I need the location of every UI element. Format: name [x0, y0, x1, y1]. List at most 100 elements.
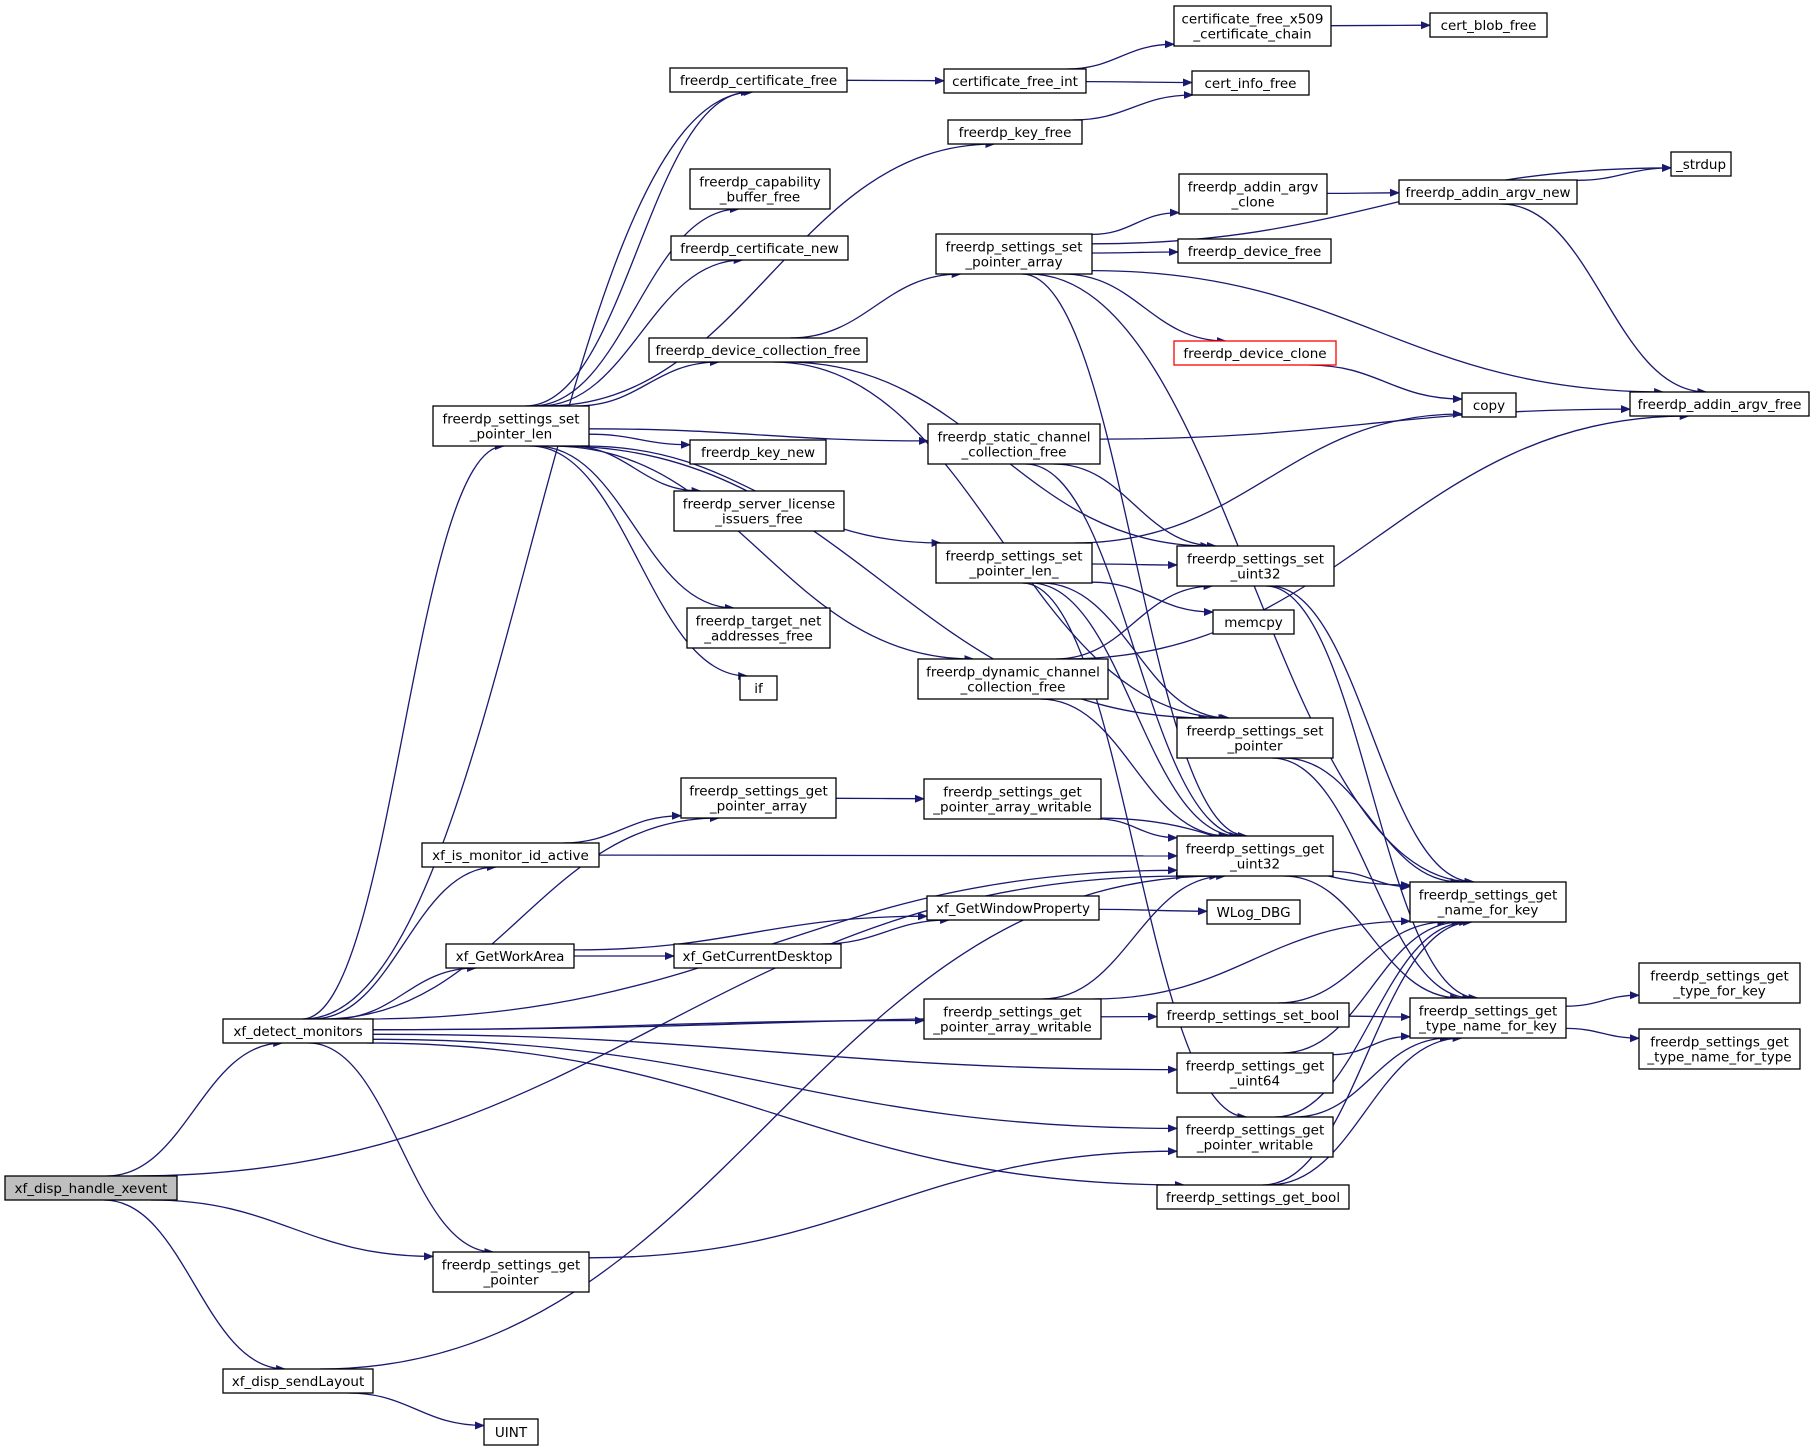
node-fs_get_name_for_key[interactable]: freerdp_settings_get_name_for_key	[1409, 881, 1567, 923]
node-box	[1212, 609, 1295, 635]
nodes-layer: xf_disp_handle_xeventxf_detect_monitorsx…	[4, 5, 1810, 1446]
node-freerdp_addin_argv_new[interactable]: freerdp_addin_argv_new	[1398, 179, 1578, 205]
node-label: _strdup	[1675, 157, 1726, 173]
node-freerdp_device_clone[interactable]: freerdp_device_clone	[1173, 340, 1337, 366]
node-label: cert_blob_free	[1441, 18, 1537, 34]
edge-freerdp_device_clone-to-copy	[1308, 364, 1463, 403]
node-fs_set_bool[interactable]: freerdp_settings_set_bool	[1156, 1002, 1350, 1028]
edge-fs_set_pointer_array-to-freerdp_addin_argv_free	[1091, 269, 1665, 396]
node-freerdp_device_collection_free[interactable]: freerdp_device_collection_free	[648, 337, 868, 363]
node-label: freerdp_settings_get	[943, 785, 1082, 801]
node-box	[669, 67, 848, 93]
node-box	[445, 943, 575, 969]
node-box	[1638, 1028, 1801, 1070]
node-fs_get_uint64[interactable]: freerdp_settings_get_uint64	[1176, 1052, 1334, 1094]
node-fs_get_type_name_for_key[interactable]: freerdp_settings_get_type_name_for_key	[1409, 997, 1567, 1039]
node-xf_detect_monitors[interactable]: xf_detect_monitors	[222, 1018, 374, 1044]
node-fs_set_pointer[interactable]: freerdp_settings_set_pointer	[1176, 717, 1334, 759]
node-freerdp_key_new[interactable]: freerdp_key_new	[689, 439, 827, 465]
edge-xf_detect_monitors-to-fs_get_pointer	[308, 1042, 495, 1256]
node-fs_get_type_for_key[interactable]: freerdp_settings_get_type_for_key	[1638, 962, 1801, 1004]
edge-xf_is_monitor_id_active-to-fs_get_uint32	[598, 851, 1178, 860]
node-UINT[interactable]: UINT	[483, 1418, 539, 1446]
node-fs_set_pointer_len_[interactable]: freerdp_settings_set_pointer_len_	[935, 542, 1093, 584]
node-label: UINT	[495, 1425, 528, 1441]
edge-fs_get_pointer_array_writable_2-to-fs_get_uint32	[1042, 872, 1227, 1000]
node-fs_set_pointer_len[interactable]: freerdp_settings_set_pointer_len	[432, 405, 590, 447]
edge-fs_set_uint32-to-fs_get_type_name_for_key	[1265, 585, 1479, 1002]
node-box	[935, 233, 1093, 275]
node-fs_static_channel[interactable]: freerdp_static_channel_collection_free	[927, 423, 1101, 465]
node-fs_dynamic_channel[interactable]: freerdp_dynamic_channel_collection_free	[917, 658, 1109, 700]
edge-xf_GetWindowProperty-to-WLog_DBG	[1098, 907, 1208, 916]
edge-fs_get_pointer_array_writable_2-to-fs_get_name_for_key	[1093, 917, 1411, 1000]
node-freerdp_certificate_new[interactable]: freerdp_certificate_new	[670, 235, 849, 261]
edge-fs_set_pointer_len-to-freerdp_device_collection_free	[575, 358, 720, 407]
node-xf_is_monitor_id_active[interactable]: xf_is_monitor_id_active	[421, 842, 600, 868]
node-box	[4, 1175, 178, 1201]
node-label: freerdp_settings_get	[1419, 1004, 1558, 1020]
node-certificate_free_int[interactable]: certificate_free_int	[943, 68, 1087, 94]
node-label: freerdp_server_license	[683, 497, 835, 513]
node-fs_get_pointer_array_writable_2[interactable]: freerdp_settings_get_pointer_array_writa…	[923, 998, 1102, 1040]
node-fs_get_bool[interactable]: freerdp_settings_get_bool	[1156, 1184, 1350, 1210]
edge-fs_get_type_name_for_key-to-fs_get_type_name_for_type	[1565, 1027, 1640, 1043]
node-fs_get_uint32[interactable]: freerdp_settings_get_uint32	[1176, 835, 1334, 877]
node-fs_get_pointer[interactable]: freerdp_settings_get_pointer	[432, 1251, 590, 1293]
node-copy[interactable]: copy	[1461, 392, 1517, 418]
node-box	[943, 68, 1087, 94]
node-freerdp_device_free[interactable]: freerdp_device_free	[1177, 238, 1332, 264]
node-fs_target_net[interactable]: freerdp_target_net_addresses_free	[686, 607, 831, 649]
node-memcpy[interactable]: memcpy	[1212, 609, 1295, 635]
node-xf_disp_handle_xevent[interactable]: xf_disp_handle_xevent	[4, 1175, 178, 1201]
node-box	[1670, 151, 1732, 177]
node-fs_get_pointer_array[interactable]: freerdp_settings_get_pointer_array	[680, 777, 837, 819]
node-box	[686, 607, 831, 649]
node-box	[923, 778, 1102, 820]
node-cert_blob_free[interactable]: cert_blob_free	[1429, 12, 1548, 38]
node-fs_server_license[interactable]: freerdp_server_license_issuers_free	[673, 490, 845, 532]
node-label: _type_for_key	[1672, 984, 1766, 1000]
node-fs_capability_buffer_free[interactable]: freerdp_capability_buffer_free	[689, 168, 831, 210]
node-label: _uint32	[1229, 857, 1280, 873]
node-fs_set_uint32[interactable]: freerdp_settings_set_uint32	[1176, 545, 1335, 587]
node-fa_argv_clone[interactable]: freerdp_addin_argv_clone	[1178, 173, 1328, 215]
node-xf_GetCurrentDesktop[interactable]: xf_GetCurrentDesktop	[673, 943, 842, 969]
edge-fs_get_pointer_writable-to-fs_get_name_for_key	[1274, 918, 1470, 1118]
node-freerdp_key_free[interactable]: freerdp_key_free	[947, 119, 1083, 145]
node-xf_GetWorkArea[interactable]: xf_GetWorkArea	[445, 943, 575, 969]
node-certificate_free_x509[interactable]: certificate_free_x509_certificate_chain	[1173, 5, 1332, 47]
edge-xf_detect_monitors-to-fs_set_pointer_len	[302, 442, 505, 1020]
node-label: freerdp_certificate_new	[680, 241, 839, 257]
node-label: freerdp_settings_get	[1186, 842, 1325, 858]
node-label: _pointer_len_	[968, 564, 1058, 580]
node-fs_set_pointer_array[interactable]: freerdp_settings_set_pointer_array	[935, 233, 1093, 275]
node-fs_get_pointer_array_writable_1[interactable]: freerdp_settings_get_pointer_array_writa…	[923, 778, 1102, 820]
edge-fs_static_channel-to-fs_set_uint32	[1053, 463, 1217, 550]
node-cert_info_free[interactable]: cert_info_free	[1191, 70, 1310, 96]
node-freerdp_certificate_free[interactable]: freerdp_certificate_free	[669, 67, 848, 93]
node-freerdp_addin_argv_free[interactable]: freerdp_addin_argv_free	[1629, 391, 1810, 417]
edge-xf_GetWorkArea-to-xf_GetWindowProperty	[573, 912, 928, 951]
node-xf_GetWindowProperty[interactable]: xf_GetWindowProperty	[926, 895, 1100, 921]
node-fs_get_pointer_writable[interactable]: freerdp_settings_get_pointer_writable	[1176, 1116, 1334, 1158]
edge-fs_set_pointer-to-fs_get_type_name_for_key	[1271, 757, 1473, 1002]
node-xf_disp_sendLayout[interactable]: xf_disp_sendLayout	[222, 1368, 374, 1394]
node-box	[1429, 12, 1548, 38]
node-label: xf_is_monitor_id_active	[432, 848, 589, 864]
node-if[interactable]: if	[739, 675, 778, 701]
node-box	[432, 405, 590, 447]
edge-fs_set_pointer_array-to-freerdp_device_free	[1091, 248, 1179, 257]
node-label: xf_disp_handle_xevent	[15, 1181, 168, 1197]
node-box	[739, 675, 778, 701]
edge-freerdp_addin_argv_new-to-_strdup	[1576, 163, 1672, 181]
node-_strdup[interactable]: _strdup	[1670, 151, 1732, 177]
edge-freerdp_device_collection_free-to-fs_set_pointer_array	[789, 270, 962, 339]
node-label: xf_GetCurrentDesktop	[683, 949, 833, 965]
node-fs_get_type_name_for_type[interactable]: freerdp_settings_get_type_name_for_type	[1638, 1028, 1801, 1070]
node-label: freerdp_settings_set_bool	[1167, 1008, 1340, 1024]
node-box	[1176, 545, 1335, 587]
edge-xf_disp_handle_xevent-to-xf_detect_monitors	[106, 1039, 284, 1177]
node-WLog_DBG[interactable]: WLog_DBG	[1206, 899, 1301, 925]
node-box	[1409, 881, 1567, 923]
